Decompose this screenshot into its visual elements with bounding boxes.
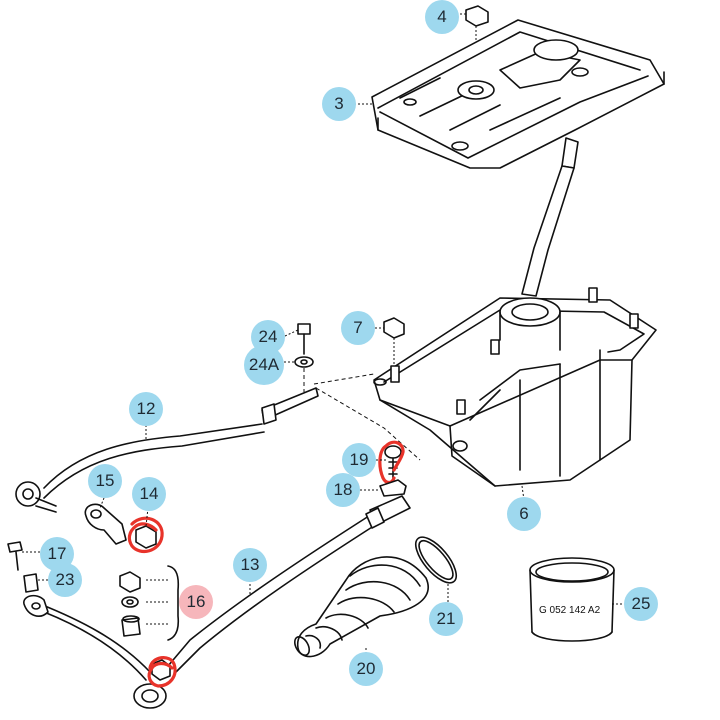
callout-7: 7: [341, 311, 375, 345]
part-13-shift-cable: [167, 495, 411, 673]
callout-21: 21: [429, 602, 463, 636]
callout-6: 6: [507, 497, 541, 531]
lower-linkage-lever: [23, 594, 167, 709]
callout-3: 3: [322, 87, 356, 121]
callout-23: 23: [48, 563, 82, 597]
lower-nut-highlight: [147, 656, 177, 688]
callout-13: 13: [233, 548, 267, 582]
callout-18: 18: [326, 473, 360, 507]
part-25-sleeve: [529, 557, 624, 642]
part-18-clip: [356, 479, 407, 497]
callout-14: 14: [132, 477, 166, 511]
part-14-nut: [127, 507, 164, 554]
part-24a-washer: [284, 356, 314, 392]
gear-lever: [521, 137, 579, 297]
callout-20: 20: [349, 652, 383, 686]
connection-lines: [313, 373, 421, 461]
part-6-lever-housing: [373, 287, 657, 501]
part-19-bolt: [372, 440, 405, 485]
part-16-stack: [119, 565, 180, 641]
part-3-cover-plate: [371, 19, 665, 169]
callout-12: 12: [129, 392, 163, 426]
callout-25: 25: [624, 587, 658, 621]
part-23-bushing: [23, 573, 50, 593]
part-7-nut: [375, 317, 405, 366]
callout-16: 16: [179, 585, 213, 619]
callout-24a: 24A: [244, 345, 284, 385]
callout-15: 15: [88, 464, 122, 498]
callout-4: 4: [425, 0, 459, 34]
part-21-ring: [414, 536, 458, 602]
part-15-relay-lever: [84, 497, 127, 545]
part-12-selector-cable: [15, 387, 319, 513]
callout-19: 19: [342, 443, 376, 477]
part-24-bolt: [284, 323, 311, 355]
part-17-bolt: [7, 541, 40, 571]
part-number-stamp: G 052 142 A2: [539, 605, 601, 616]
part-20-boot: [293, 556, 429, 658]
